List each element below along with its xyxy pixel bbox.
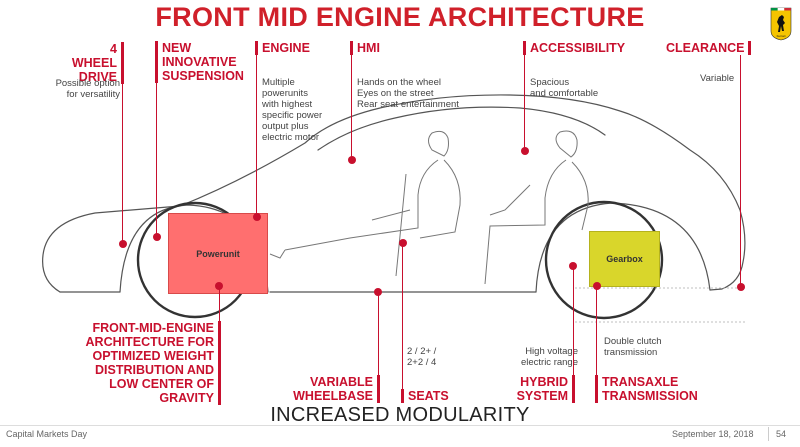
engine-desc: Multiple powerunits with highest specifi…	[262, 77, 323, 143]
hybrid-marker	[569, 262, 577, 270]
suspension-heading: NEW INNOVATIVE SUSPENSION	[155, 41, 244, 83]
clearance-callout: CLEARANCE	[666, 41, 752, 55]
four-wheel-drive-desc: Possible option for versatility	[55, 78, 120, 100]
transaxle-heading: TRANSAXLE TRANSMISSION	[595, 375, 698, 403]
transaxle-marker	[593, 282, 601, 290]
footer-event: Capital Markets Day	[6, 429, 88, 439]
svg-text:Ferrari: Ferrari	[777, 34, 786, 38]
footer-date: September 18, 2018	[672, 429, 754, 439]
hybrid-heading: HYBRID SYSTEM	[506, 375, 575, 403]
seats-marker	[399, 239, 407, 247]
hybrid-desc: High voltage electric range	[520, 346, 578, 368]
accessibility-heading: ACCESSIBILITY	[523, 41, 625, 55]
suspension-marker	[153, 233, 161, 241]
clearance-marker	[737, 283, 745, 291]
seats-heading: SEATS	[401, 389, 449, 403]
powerunit-box: Powerunit	[168, 213, 268, 294]
hmi-desc: Hands on the wheel Eyes on the street Re…	[357, 77, 459, 110]
four-wheel-drive-heading: 4 WHEEL DRIVE	[66, 42, 124, 84]
architecture-heading: FRONT-MID-ENGINE ARCHITECTURE FOR OPTIMI…	[60, 321, 221, 405]
engine-heading: ENGINE	[255, 41, 310, 55]
clearance-heading: CLEARANCE	[666, 41, 752, 55]
increased-modularity-banner: INCREASED MODULARITY	[270, 404, 530, 426]
hmi-marker	[348, 156, 356, 164]
architecture-marker	[215, 282, 223, 290]
engine-marker	[253, 213, 261, 221]
accessibility-desc: Spacious and comfortable	[530, 77, 599, 99]
seats-desc: 2 / 2+ / 2+2 / 4	[407, 346, 437, 368]
gearbox-label: Gearbox	[606, 254, 643, 264]
footer-page-number: 54	[776, 429, 787, 439]
transaxle-desc: Double clutch transmission	[604, 336, 662, 358]
hmi-heading: HMI	[350, 41, 380, 55]
clearance-desc: Variable	[700, 73, 735, 84]
wheelbase-heading: VARIABLE WHEELBASE	[288, 375, 380, 403]
ferrari-logo: Ferrari	[769, 7, 793, 41]
page-title: FRONT MID ENGINE ARCHITECTURE	[155, 2, 645, 32]
footer-divider	[0, 425, 800, 426]
powerunit-label: Powerunit	[196, 248, 240, 259]
wheelbase-marker	[374, 288, 382, 296]
accessibility-marker	[521, 147, 529, 155]
four-wheel-drive-callout: 4 WHEEL DRIVE	[66, 42, 176, 84]
four-wheel-drive-marker	[119, 240, 127, 248]
gearbox-box: Gearbox	[589, 231, 660, 287]
